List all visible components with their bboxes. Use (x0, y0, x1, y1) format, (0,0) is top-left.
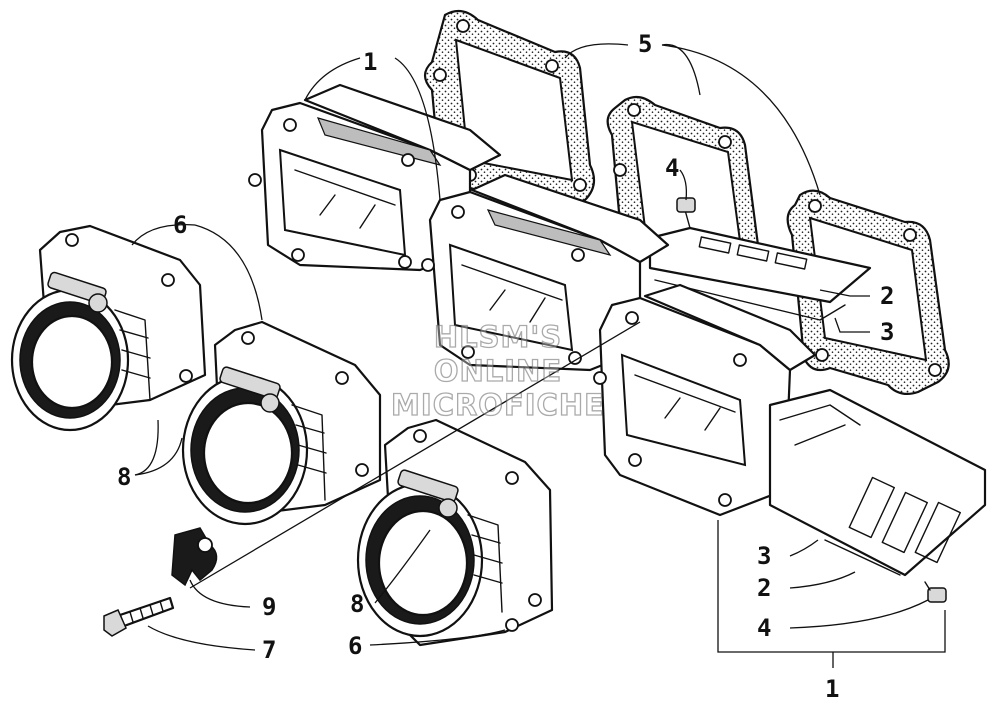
callout-5: 5 (638, 30, 652, 58)
watermark-line-2: ONLINE (434, 354, 562, 388)
clip (171, 527, 218, 587)
callout-9: 9 (262, 593, 276, 621)
watermark-line-3: MICROFICHE (391, 388, 605, 422)
reed-petal-upper (648, 226, 872, 321)
callout-labels: 1 5 6 4 2 3 8 9 8 7 6 3 2 4 1 (117, 30, 894, 703)
assembly-axis-line (189, 321, 641, 589)
reed-housing-left (248, 83, 502, 272)
gasket-right (786, 189, 950, 395)
watermark: HLSM'S ONLINE MICROFICHE (390, 319, 605, 422)
bolt (103, 596, 175, 637)
callout-4-bottom: 4 (757, 614, 771, 642)
callout-2-right: 2 (880, 282, 894, 310)
callout-6-bottom: 6 (348, 632, 362, 660)
callout-7: 7 (262, 636, 276, 664)
callout-1-bottom: 1 (825, 675, 839, 703)
callout-6-top: 6 (173, 211, 187, 239)
screw-bottom (924, 581, 947, 603)
reed-petal-lower (768, 388, 987, 577)
callout-3-right: 3 (880, 318, 894, 346)
callout-3-bottom: 3 (757, 542, 771, 570)
intake-boot-3 (356, 418, 554, 647)
intake-boot-1 (10, 224, 207, 432)
watermark-line-1: HLSM'S (434, 320, 562, 354)
leader-lines (131, 43, 946, 668)
reed-housing-right (593, 283, 817, 517)
callout-4-top: 4 (665, 154, 679, 182)
intake-boot-2 (181, 320, 382, 526)
callout-8-left: 8 (117, 463, 131, 491)
reed-housing-center (421, 173, 670, 372)
callout-2-bottom: 2 (757, 574, 771, 602)
callout-8-mid: 8 (350, 590, 364, 618)
callout-1-top: 1 (363, 48, 377, 76)
